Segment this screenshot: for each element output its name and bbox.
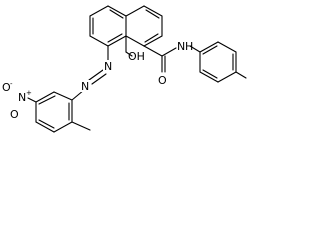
amide-h-label: H xyxy=(185,40,193,53)
nitro-plus-sign: + xyxy=(26,89,32,97)
nitro-o-label: O xyxy=(10,108,19,121)
azo-n2-label: N xyxy=(81,80,89,93)
hydroxyl-group xyxy=(125,35,133,57)
nitro-n-label: N xyxy=(18,91,26,104)
chemical-structure-diagram: N N OH O N H O - N + O xyxy=(2,5,247,133)
naphthalene-ring-b xyxy=(125,5,163,47)
nitro-minus-sign: - xyxy=(10,80,13,88)
atom-labels: N N OH O N H O - N + O xyxy=(2,40,193,121)
nitro-methylphenyl-ring xyxy=(27,91,91,133)
nitro-o-minus-label: O xyxy=(2,81,11,94)
amide-group xyxy=(143,45,201,73)
hydroxyl-label: OH xyxy=(128,50,145,63)
naphthalene-ring-a xyxy=(89,5,127,47)
azo-n1-label: N xyxy=(104,60,112,73)
carbonyl-o-label: O xyxy=(158,74,167,87)
amide-n-label: N xyxy=(177,40,185,53)
tolyl-ring xyxy=(199,41,247,83)
